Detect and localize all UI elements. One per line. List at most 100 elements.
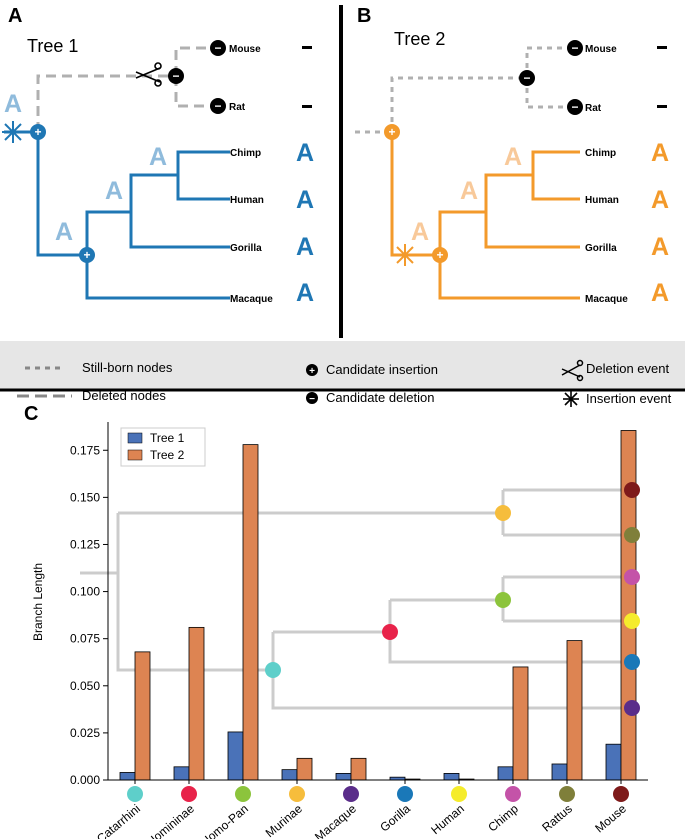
legend-bar: Still-born nodes Deleted nodes + Candida… — [0, 341, 685, 407]
candidate-insertion-icon: + — [30, 124, 46, 140]
legend-swatch-tree-1 — [127, 432, 143, 444]
category-marker-rattus — [559, 786, 575, 802]
svg-text:−: − — [214, 41, 221, 55]
legend-insertion-event: Insertion event — [586, 391, 672, 406]
leaf-label: Mouse — [585, 44, 617, 55]
category-marker-mouse — [613, 786, 629, 802]
leaf-state-gap — [657, 46, 667, 49]
tree-2-branches — [390, 132, 580, 300]
node-marker-gorilla — [624, 654, 640, 670]
svg-text:+: + — [83, 248, 90, 262]
y-tick-label: 0.075 — [70, 632, 100, 646]
tree-1: Tree 1 + — [2, 36, 314, 307]
y-tick-label: 0.025 — [70, 726, 100, 740]
legend-deletion-event: Deletion event — [586, 361, 669, 376]
panel-a-letter: A — [8, 5, 22, 27]
category-marker-murinae — [289, 786, 305, 802]
leaf-label: Chimp — [585, 148, 616, 159]
x-tick-label: Homininae — [144, 801, 197, 839]
bar-tree-1-murinae — [281, 769, 298, 781]
ancestral-state: A — [105, 177, 123, 205]
leaf-label: Macaque — [230, 294, 273, 305]
leaf-state: A — [296, 233, 314, 261]
leaf-label: Gorilla — [585, 243, 617, 254]
ancestral-state: A — [460, 177, 478, 205]
ancestral-state: A — [504, 143, 522, 171]
bar-tree-2-catarrhini — [134, 651, 151, 781]
legend-candidate-deletion: Candidate deletion — [326, 390, 434, 405]
category-marker-macaque — [343, 786, 359, 802]
bar-tree-1-catarrhini — [119, 772, 136, 781]
leaf-label: Chimp — [230, 148, 261, 159]
leaf-state: A — [651, 233, 669, 261]
candidate-deletion-icon: − — [210, 98, 226, 114]
category-marker-catarrhini — [127, 786, 143, 802]
legend-label-tree-1: Tree 1 — [150, 431, 185, 445]
candidate-deletion-icon: − — [519, 70, 535, 86]
y-tick-label: 0.000 — [70, 773, 100, 787]
node-marker-homo-pan — [495, 592, 511, 608]
node-marker-catarrhini — [265, 662, 281, 678]
bar-tree-1-chimp — [497, 766, 514, 781]
ancestral-state: A — [149, 143, 167, 171]
bar-tree-2-murinae — [296, 757, 313, 781]
leaf-label: Macaque — [585, 294, 628, 305]
chart-legend: Tree 1 Tree 2 — [120, 427, 206, 467]
x-tick-label: Rattus — [539, 802, 575, 835]
x-tick-label: Mouse — [592, 801, 629, 835]
category-marker-homininae — [181, 786, 197, 802]
candidate-insertion-icon: + — [384, 124, 400, 140]
y-tick-label: 0.150 — [70, 490, 100, 504]
tree-1-title: Tree 1 — [27, 36, 78, 56]
leaf-state: A — [296, 279, 314, 307]
node-marker-homininae — [382, 624, 398, 640]
leaf-state: A — [296, 186, 314, 214]
leaf-label: Mouse — [229, 44, 261, 55]
node-marker-human — [624, 613, 640, 629]
ancestral-state: A — [55, 218, 73, 246]
tree-1-branches — [4, 130, 230, 300]
bar-tree-1-homo-pan — [227, 731, 244, 781]
legend-stillborn: Still-born nodes — [82, 360, 173, 375]
tree-overlay — [80, 488, 632, 710]
category-marker-chimp — [505, 786, 521, 802]
candidate-deletion-icon: − — [567, 99, 583, 115]
y-tick-label: 0.100 — [70, 585, 100, 599]
svg-text:−: − — [172, 69, 179, 83]
leaf-state: A — [651, 186, 669, 214]
candidate-deletion-legend-icon: − — [306, 392, 318, 405]
panel-c-letter: C — [24, 403, 38, 425]
legend-swatch-tree-2 — [127, 449, 143, 461]
leaf-label: Human — [585, 195, 619, 206]
x-tick-label: Gorilla — [377, 801, 413, 834]
svg-text:−: − — [571, 41, 578, 55]
x-tick-label: Homo-Pan — [198, 802, 251, 839]
candidate-insertion-icon: + — [432, 247, 448, 263]
svg-text:−: − — [523, 71, 530, 85]
bar-tree-1-rattus — [551, 763, 568, 781]
node-marker-macaque — [624, 700, 640, 716]
svg-text:+: + — [309, 366, 315, 377]
svg-text:+: + — [436, 248, 443, 262]
branch-length-chart: 0.0000.0250.0500.0750.1000.1250.1500.175… — [31, 422, 648, 839]
node-markers — [265, 482, 640, 716]
bar-tree-1-homininae — [173, 766, 190, 781]
x-tick-label: Murinae — [263, 801, 305, 839]
ancestral-state: A — [4, 90, 22, 118]
node-marker-rattus — [624, 527, 640, 543]
node-marker-mouse — [624, 482, 640, 498]
candidate-deletion-icon: − — [168, 68, 184, 84]
x-tick-label: Catarrhini — [94, 802, 143, 839]
tree-2-title: Tree 2 — [394, 29, 445, 49]
panel-b-letter: B — [357, 5, 371, 27]
svg-text:+: + — [34, 125, 41, 139]
category-marker-gorilla — [397, 786, 413, 802]
leaf-state-gap — [302, 46, 312, 49]
y-tick-label: 0.050 — [70, 679, 100, 693]
y-tick-label: 0.175 — [70, 443, 100, 457]
insertion-star-legend-icon — [563, 391, 579, 407]
bar-tree-1-human — [443, 773, 460, 781]
svg-text:+: + — [388, 125, 395, 139]
node-marker-murinae — [495, 505, 511, 521]
x-tick-label: Macaque — [312, 801, 359, 839]
